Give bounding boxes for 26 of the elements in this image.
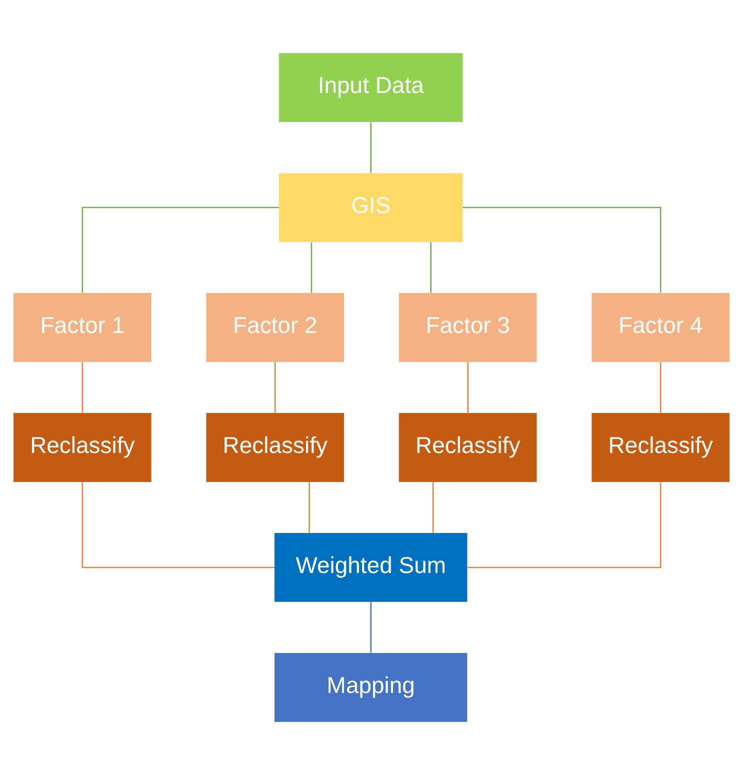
node-box: GIS bbox=[278, 173, 463, 242]
connector bbox=[82, 362, 84, 413]
connector bbox=[660, 362, 662, 413]
node-box: Reclassify bbox=[206, 413, 344, 482]
connector bbox=[432, 482, 434, 533]
node-box: Factor 2 bbox=[206, 293, 344, 362]
node-box: Reclassify bbox=[398, 413, 537, 482]
connector bbox=[462, 206, 662, 293]
connector bbox=[310, 242, 312, 293]
node-box: Reclassify bbox=[592, 413, 730, 482]
node-box: Factor 4 bbox=[592, 293, 730, 362]
connector bbox=[370, 122, 372, 173]
connector bbox=[82, 482, 274, 568]
connector bbox=[467, 482, 662, 568]
connector bbox=[467, 362, 468, 413]
connector bbox=[308, 482, 310, 533]
node-box: Reclassify bbox=[14, 413, 152, 482]
node-box: Mapping bbox=[274, 652, 468, 722]
node-box: Input Data bbox=[278, 53, 463, 122]
node-box: Weighted Sum bbox=[274, 533, 468, 602]
connector bbox=[274, 362, 276, 413]
node-box: Factor 1 bbox=[14, 293, 152, 362]
connector bbox=[370, 602, 372, 653]
connector bbox=[82, 206, 279, 293]
connector bbox=[430, 242, 432, 293]
node-box: Factor 3 bbox=[398, 293, 537, 362]
